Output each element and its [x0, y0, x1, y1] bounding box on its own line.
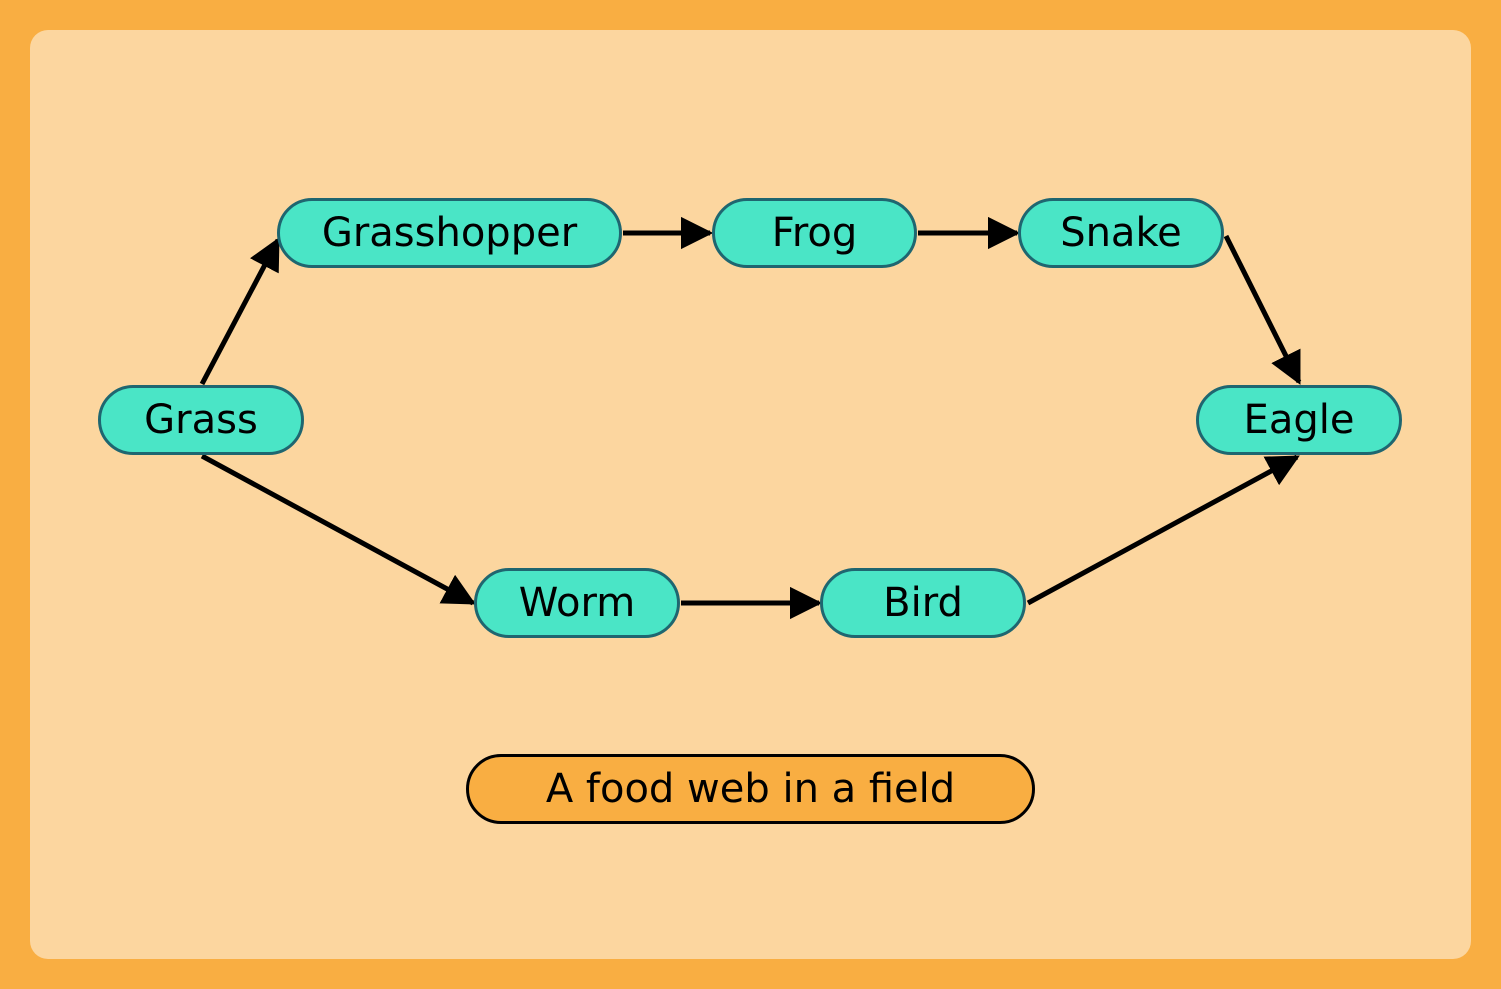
arrow-snake-eagle — [1223, 234, 1302, 385]
arrow-grass-grasshopper — [199, 237, 281, 386]
node-worm: Worm — [474, 568, 680, 638]
node-bird: Bird — [820, 568, 1026, 638]
node-grass: Grass — [98, 385, 304, 455]
arrow-grass-worm — [200, 453, 476, 606]
node-snake: Snake — [1018, 198, 1224, 268]
arrow-bird-eagle — [1026, 454, 1300, 606]
node-frog: Frog — [712, 198, 917, 268]
node-eagle: Eagle — [1196, 385, 1402, 455]
diagram-caption: A food web in a field — [466, 754, 1035, 824]
node-grasshopper: Grasshopper — [277, 198, 622, 268]
